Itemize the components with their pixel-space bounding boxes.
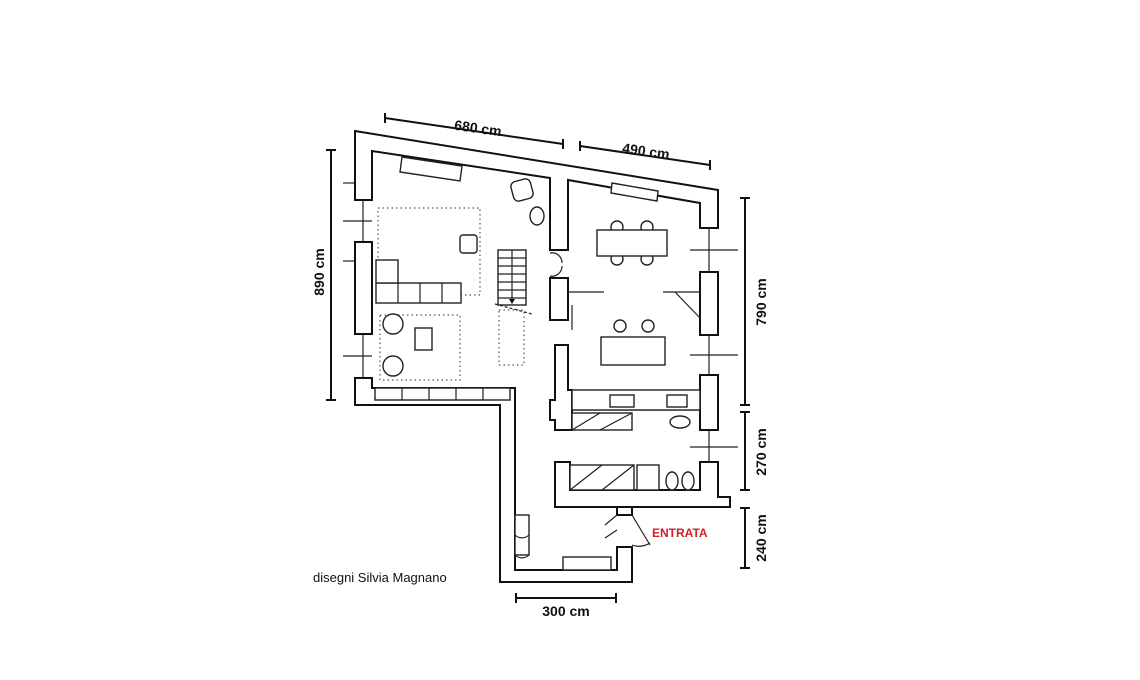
right-wall-segment bbox=[699, 374, 719, 431]
top-wall bbox=[354, 129, 719, 251]
armchair bbox=[382, 355, 404, 377]
credit-caption: disegni Silvia Magnano bbox=[313, 570, 447, 585]
sideboard bbox=[399, 156, 463, 182]
middle-wall-segment bbox=[549, 277, 569, 321]
dimension-right-middle: 270 cm bbox=[753, 428, 769, 475]
entry-area bbox=[514, 514, 651, 571]
kitchen-island bbox=[600, 336, 666, 366]
shower bbox=[636, 464, 660, 491]
coffee-table bbox=[414, 327, 433, 351]
bookshelf bbox=[374, 387, 511, 401]
sofa bbox=[375, 282, 462, 304]
left-wall-segment bbox=[354, 241, 373, 335]
bathroom-closets bbox=[569, 412, 695, 491]
sink bbox=[666, 394, 688, 408]
sideboard bbox=[610, 182, 659, 202]
dimension-lines bbox=[326, 113, 750, 603]
armchair bbox=[382, 313, 404, 335]
dimension-top-left: 680 cm bbox=[453, 117, 502, 139]
washbasin bbox=[669, 415, 691, 429]
living-room bbox=[374, 156, 545, 401]
rug bbox=[379, 314, 461, 381]
bench bbox=[562, 556, 612, 571]
walls bbox=[354, 129, 731, 583]
middle-wall-lower bbox=[549, 344, 573, 431]
staircase bbox=[494, 249, 533, 366]
toilet bbox=[665, 471, 679, 491]
window-marks bbox=[343, 182, 738, 462]
dimension-top-right: 490 cm bbox=[621, 140, 670, 162]
side-table bbox=[529, 206, 545, 226]
hob bbox=[609, 394, 635, 408]
bidet bbox=[681, 471, 695, 491]
dimension-bottom: 300 cm bbox=[542, 603, 589, 619]
wardrobe bbox=[514, 514, 530, 556]
dining-table bbox=[596, 229, 668, 257]
dimension-right-upper: 790 cm bbox=[753, 278, 769, 325]
armchair bbox=[510, 178, 534, 202]
dining-kitchen bbox=[549, 182, 701, 411]
entrance-wall bbox=[616, 506, 633, 516]
entrance-label: ENTRATA bbox=[652, 526, 708, 540]
sofa-chaise bbox=[375, 259, 399, 284]
dimension-left: 890 cm bbox=[311, 248, 327, 295]
dimension-right-lower: 240 cm bbox=[753, 514, 769, 561]
right-wall-segment bbox=[699, 271, 719, 336]
armchair bbox=[459, 234, 478, 254]
